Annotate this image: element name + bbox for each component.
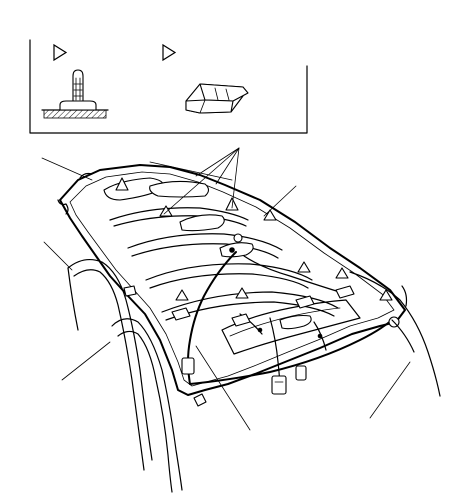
inset-detail-box (29, 39, 308, 134)
leader-clip-b (195, 147, 240, 177)
pointer-triangle-right (162, 43, 177, 62)
harness-main-left (187, 251, 237, 385)
connector-lower-left (193, 393, 207, 407)
clip-marker-5 (175, 289, 189, 301)
clip-marker-9 (379, 289, 393, 301)
pad-1 (171, 307, 191, 321)
rear-pillar-inner (391, 319, 415, 353)
rear-recess-inner (229, 307, 341, 337)
connector-small (295, 365, 307, 381)
pad-2 (231, 313, 251, 327)
rear-recess (221, 299, 361, 355)
connector-center (271, 375, 287, 395)
clip-marker-1 (115, 177, 129, 191)
dome-light-opening (219, 242, 254, 258)
rear-opening (279, 314, 312, 330)
leader-headliner-front (41, 157, 93, 181)
center-pillar-outer (111, 318, 183, 491)
front-pillar-edge (67, 267, 79, 331)
channel-3 (145, 263, 313, 281)
dome-light-lens (233, 233, 243, 243)
center-pillar-inner (117, 330, 173, 493)
leader-harness (195, 345, 251, 431)
pointer-triangle-left (53, 43, 68, 62)
front-edge-tab (57, 199, 69, 215)
cushion-pad-icon (185, 83, 249, 114)
channel-2b (131, 243, 279, 259)
push-pin-clip-icon (41, 69, 109, 119)
harness-branch-right (243, 255, 347, 295)
inset-frame (29, 39, 308, 134)
rear-pillar-outer (349, 271, 441, 397)
clip-marker-7 (297, 261, 311, 273)
pad-5 (123, 285, 137, 297)
channel-4b (165, 301, 335, 321)
leader-pad (263, 185, 297, 217)
pad-4 (335, 285, 355, 299)
leader-clip-d (231, 147, 240, 209)
clip-marker-3 (225, 197, 239, 211)
channel-1b (113, 215, 247, 227)
leader-clip-e (215, 147, 240, 185)
front-pillar-outer (67, 258, 153, 461)
channel-3b (149, 273, 309, 289)
clip-marker-6 (235, 287, 249, 299)
headliner-outline (59, 164, 406, 396)
front-edge-bump-1 (79, 172, 93, 179)
channel-1 (109, 207, 249, 221)
front-opening-right (149, 180, 210, 198)
channel-4 (161, 291, 339, 313)
map-light-opening (179, 214, 225, 232)
leader-lines (41, 147, 411, 431)
clip-marker-4 (263, 209, 277, 221)
pad-3 (295, 295, 315, 309)
clip-markers (115, 177, 393, 339)
channel-2 (127, 233, 283, 251)
rear-pillar-tab (401, 285, 408, 307)
front-pillar-inner (73, 269, 145, 471)
leader-clip-c (163, 147, 240, 215)
clip-marker-8 (335, 267, 349, 279)
rear-body (349, 271, 441, 397)
harness-rear (189, 319, 393, 385)
clip-dot-2 (257, 327, 263, 333)
leader-rear (369, 361, 411, 419)
leader-center-pillar (61, 341, 111, 381)
connector-left (181, 357, 195, 375)
body-pillars (67, 258, 183, 493)
clip-dot-3 (317, 333, 323, 339)
clip-marker-2 (159, 205, 173, 217)
clip-dot-1 (229, 247, 235, 253)
leader-clip-a (149, 161, 233, 181)
leader-front-pillar (43, 241, 73, 271)
